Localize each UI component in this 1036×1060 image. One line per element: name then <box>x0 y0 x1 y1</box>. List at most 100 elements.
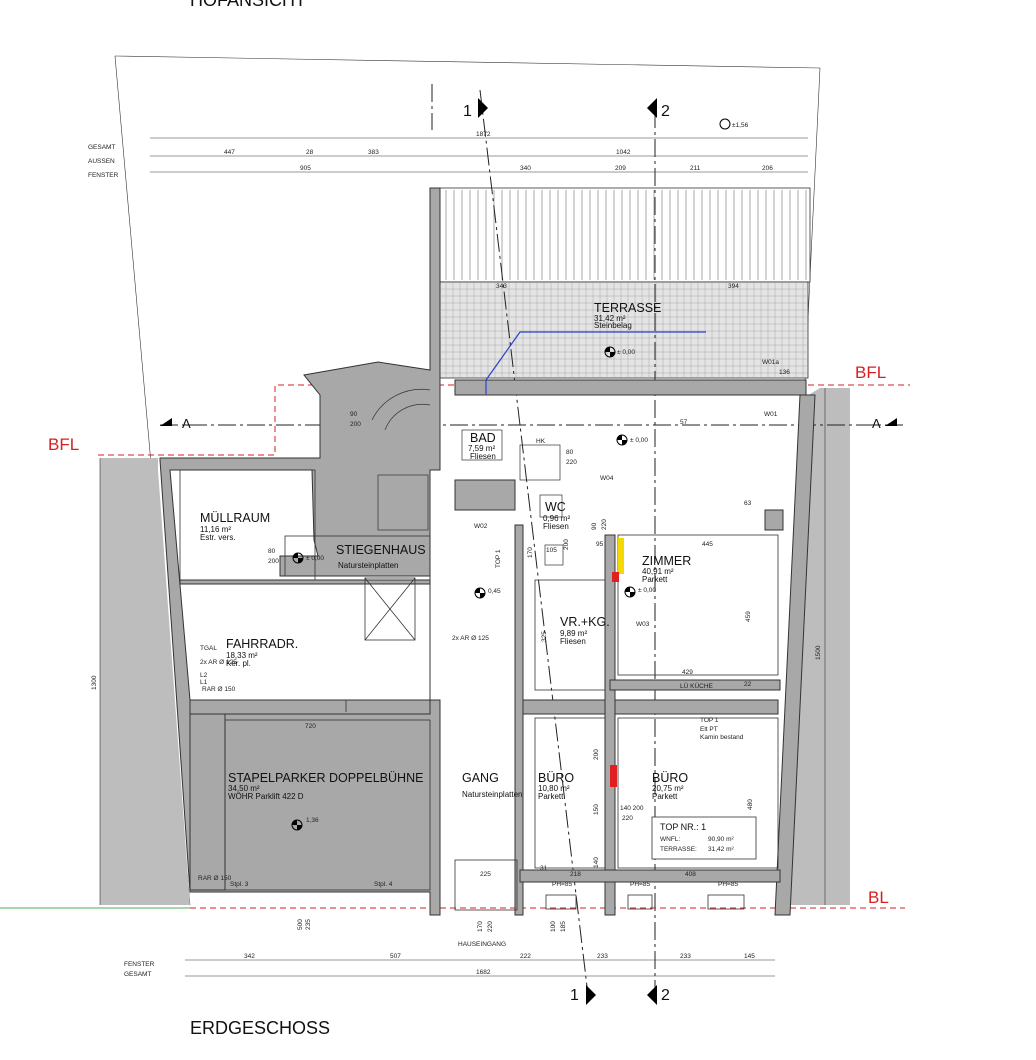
svg-text:10,80 m²: 10,80 m² <box>538 784 570 793</box>
section-mark-2-top: 2 <box>647 98 670 120</box>
dim-ph85-2: PH=85 <box>630 881 650 888</box>
svg-text:BAD: BAD <box>470 431 496 445</box>
svg-text:WNFL:: WNFL: <box>660 836 680 843</box>
level-marker-bad: ± 0,00 <box>616 434 648 446</box>
svg-text:GANG: GANG <box>462 771 499 785</box>
top1-label: TOP 1 <box>495 549 502 568</box>
svg-text:A: A <box>872 416 881 431</box>
stpl4-label: Stpl. 4 <box>374 881 393 888</box>
room-outlines <box>179 469 779 911</box>
svg-text:MÜLLRAUM: MÜLLRAUM <box>200 511 270 525</box>
hk-label: HK <box>536 438 546 445</box>
l1-label: L1 <box>200 679 208 686</box>
svg-text:GESAMT: GESAMT <box>124 971 151 978</box>
room-muellraum: MÜLLRAUM 11,16 m² Estr. vers. <box>200 511 270 542</box>
dim-ph85-1: PH=85 <box>552 881 572 888</box>
dim-57: 57 <box>680 419 688 426</box>
svg-text:222: 222 <box>520 953 531 960</box>
windows-bottom <box>345 700 745 910</box>
section-mark-a-left: A <box>160 416 191 431</box>
dim-136: 136 <box>779 369 790 376</box>
stair-spiral <box>371 389 431 531</box>
room-terrasse: TERRASSE 31,42 m² Steinbelag <box>594 301 661 330</box>
dim-right: 1500 <box>815 645 822 660</box>
svg-text:Natursteinplatten: Natursteinplatten <box>338 561 398 570</box>
door-label: 220 <box>601 519 608 530</box>
svg-text:206: 206 <box>762 165 773 172</box>
dim-218: 218 <box>570 871 581 878</box>
svg-text:FENSTER: FENSTER <box>88 172 119 179</box>
level-marker-zimmer: ± 0,00 <box>624 586 656 598</box>
dim-408: 408 <box>685 871 696 878</box>
room-stiegenhaus: STIEGENHAUS Natursteinplatten <box>336 543 426 570</box>
svg-text:2: 2 <box>661 103 670 120</box>
svg-text:0,45: 0,45 <box>488 588 501 595</box>
window-w01a: W01a <box>762 359 779 366</box>
terrace-area <box>439 187 811 379</box>
dim-ph85-3: PH=85 <box>718 881 738 888</box>
svg-text:GESAMT: GESAMT <box>88 144 115 151</box>
svg-text:A: A <box>182 416 191 431</box>
dim-chain-bottom: FENSTER GESAMT 342 507 222 233 233 145 1… <box>124 953 775 978</box>
svg-text:FENSTER: FENSTER <box>124 961 155 968</box>
dim-chain-top: GESAMT AUSSEN FENSTER 1872 447 28 383 10… <box>88 118 808 290</box>
section-mark-1-top: 1 <box>463 98 488 120</box>
dim-200v: 200 <box>593 749 600 760</box>
svg-text:233: 233 <box>680 953 691 960</box>
room-vrkg: VR.+KG. 9,89 m² Fliesen <box>560 615 610 646</box>
dim-325: 325 <box>541 631 548 642</box>
svg-text:28: 28 <box>306 149 314 156</box>
svg-text:383: 383 <box>368 149 379 156</box>
hauseingang-label: HAUSEINGANG <box>458 941 506 948</box>
svg-text:343: 343 <box>496 283 507 290</box>
level-marker-park: 1,36 <box>291 817 319 831</box>
window-w01: W01 <box>764 411 778 418</box>
elt-pt-label: Elt PT <box>700 726 718 733</box>
door-label: 220 <box>487 921 494 932</box>
dim-left: 1300 <box>91 675 98 690</box>
lu-kueche-label: LÜ KÜCHE <box>680 682 714 690</box>
dim-140-200: 140 200 <box>620 805 644 812</box>
page-title: ERDGESCHOSS <box>190 1018 330 1038</box>
window-w02: W02 <box>474 523 488 530</box>
dim-220: 220 <box>622 815 633 822</box>
dim-235: 235 <box>305 919 312 930</box>
ground-left <box>100 458 190 905</box>
svg-text:± 0,00: ± 0,00 <box>617 349 635 356</box>
bfl-label-right: BFL <box>855 363 886 382</box>
svg-text:20,75 m²: 20,75 m² <box>652 784 684 793</box>
dim-480: 480 <box>747 799 754 810</box>
section-mark-2-bottom: 2 <box>647 985 670 1005</box>
svg-text:TOP NR.: 1: TOP NR.: 1 <box>660 822 706 832</box>
stpl3-label: Stpl. 3 <box>230 881 249 888</box>
dim-459: 459 <box>745 611 752 622</box>
svg-text:209: 209 <box>615 165 626 172</box>
svg-text:Ker. pl.: Ker. pl. <box>226 659 251 668</box>
svg-text:233: 233 <box>597 953 608 960</box>
svg-text:1: 1 <box>570 987 579 1004</box>
svg-text:TERRASSE: TERRASSE <box>594 301 661 315</box>
svg-text:1,36: 1,36 <box>306 817 319 824</box>
door-label: 90 <box>591 522 598 530</box>
door-label: 220 <box>566 459 577 466</box>
svg-text:31,42 m²: 31,42 m² <box>594 314 626 323</box>
room-wc: WC 0,96 m² Fliesen <box>543 500 570 531</box>
svg-text:394: 394 <box>728 283 739 290</box>
svg-text:Parkett: Parkett <box>652 792 678 801</box>
svg-text:40,91 m²: 40,91 m² <box>642 567 674 576</box>
svg-text:BÜRO: BÜRO <box>538 771 574 785</box>
tgal-label: TGAL <box>200 645 217 652</box>
svg-text:905: 905 <box>300 165 311 172</box>
svg-text:±1,56: ±1,56 <box>732 122 749 129</box>
section-mark-1-bottom: 1 <box>570 985 596 1005</box>
window-w04: W04 <box>600 475 614 482</box>
svg-text:1682: 1682 <box>476 969 491 976</box>
bfl-label-left: BFL <box>48 435 79 454</box>
svg-text:STAPELPARKER DOPPELBÜHNE: STAPELPARKER DOPPELBÜHNE <box>228 771 423 785</box>
svg-text:± 0,00: ± 0,00 <box>306 555 324 562</box>
svg-text:0,96 m²: 0,96 m² <box>543 514 570 523</box>
svg-text:± 0,00: ± 0,00 <box>630 437 648 444</box>
top-info-box: TOP NR.: 1 WNFL: 90,90 m² TERRASSE: 31,4… <box>651 816 757 860</box>
svg-text:31,42 m²: 31,42 m² <box>708 846 734 853</box>
